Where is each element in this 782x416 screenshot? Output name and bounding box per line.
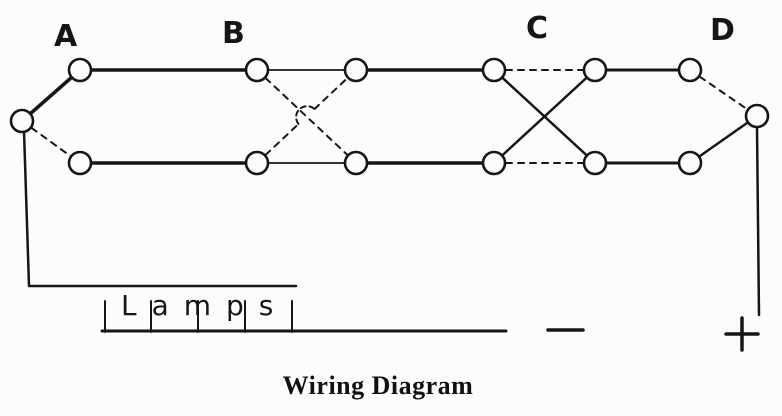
wire-c-cross-up <box>492 68 597 165</box>
lamp-node-b-top-left <box>244 57 270 83</box>
lamps-label: Lamps <box>121 289 289 322</box>
wire-left-to-a-top <box>20 68 82 123</box>
section-label-a: A <box>54 19 78 54</box>
lamp-node-a-bottom <box>67 150 93 176</box>
lamp-node-a-top <box>67 57 93 83</box>
negative-lead <box>22 129 298 288</box>
lamp-node-c-top-right <box>582 57 608 83</box>
section-label-d: D <box>710 13 735 48</box>
wire-d-bottom-to-right <box>688 114 759 165</box>
lamp-node-c-bottom-left <box>481 150 507 176</box>
wire-b-cross-up-lower <box>256 123 300 164</box>
lamp-node-c-top-left <box>481 57 507 83</box>
wire-d-top-to-right <box>689 69 758 117</box>
lamp-node-b-top-right <box>343 57 369 83</box>
lamp-node-right <box>744 103 770 129</box>
wire-b-cross-down <box>256 69 357 164</box>
lamp-node-d-top <box>677 57 703 83</box>
diagram-caption: Wiring Diagram <box>282 371 474 400</box>
b-crossover-hop <box>295 105 316 125</box>
positive-lead <box>755 126 761 317</box>
section-label-c: C <box>526 11 549 46</box>
lamp-node-d-bottom <box>677 150 703 176</box>
lamp-node-b-bottom-left <box>244 150 270 176</box>
lamp-node-c-bottom-right <box>582 150 608 176</box>
lamp-node-left <box>9 108 35 134</box>
section-label-b: B <box>222 16 245 51</box>
lamp-node-b-bottom-right <box>343 150 369 176</box>
